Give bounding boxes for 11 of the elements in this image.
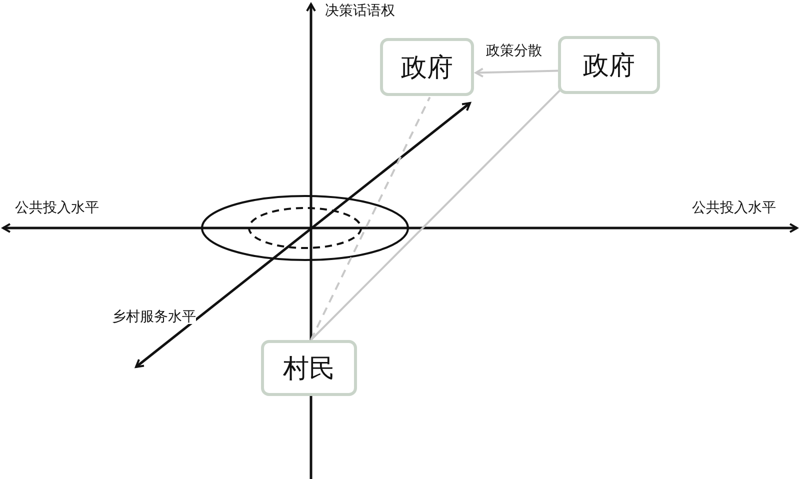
axis-label: 公共投入水平: [692, 201, 776, 215]
connector-line: [310, 96, 431, 340]
process-box: 政府: [558, 36, 660, 94]
process-box: 村民: [261, 340, 357, 396]
connector-line: [310, 88, 563, 341]
axis-label: 公共投入水平: [15, 201, 99, 215]
axis-label: 乡村服务水平: [112, 310, 196, 324]
arrow: [474, 68, 558, 78]
axis-label: 决策话语权: [325, 4, 395, 18]
edge-label: 政策分散: [484, 43, 544, 59]
process-box: 政府: [380, 38, 474, 96]
